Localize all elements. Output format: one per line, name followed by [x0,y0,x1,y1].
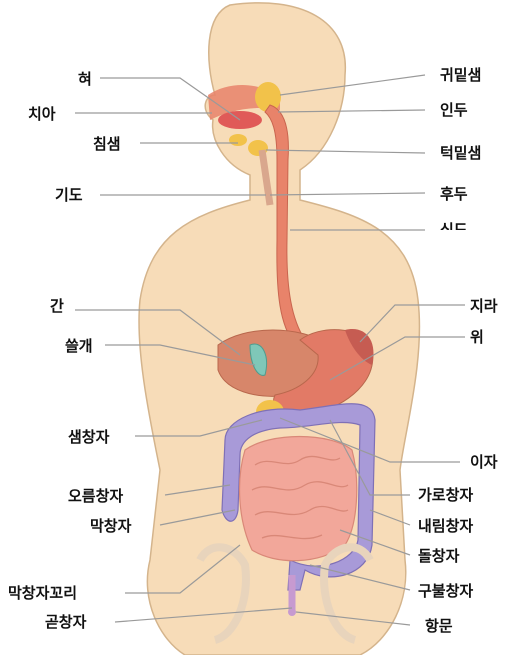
label-salivary-gland: 침샘 [93,135,121,153]
label-teeth: 치아 [28,105,56,123]
label-anus: 항문 [425,617,453,635]
label-parotid-gland: 귀밑샘 [440,66,481,84]
label-transverse-colon: 가로창자 [418,486,473,504]
label-gallbladder: 쓸개 [65,337,93,355]
label-tongue: 혀 [78,70,92,88]
label-appendix: 막창자꼬리 [8,584,77,602]
label-ileum: 돌창자 [418,547,459,565]
label-larynx: 후두 [440,185,468,203]
label-duodenum: 샘창자 [68,428,109,446]
small-intestine-mass [240,437,357,561]
label-esophagus: 식도 [440,221,468,230]
label-pancreas: 이자 [470,453,498,471]
sublingual-gland-shape [229,134,247,146]
label-sigmoid-colon: 구불창자 [418,582,473,600]
label-descending-colon: 내림창자 [418,517,473,535]
label-rectum: 곧창자 [45,613,86,631]
label-cecum: 막창자 [90,517,131,535]
label-spleen: 지라 [470,297,498,315]
label-trachea: 기도 [55,186,83,204]
label-pharynx: 인두 [440,101,468,119]
label-ascending-colon: 오름창자 [68,487,123,505]
label-submandibular-gland: 턱밑샘 [440,144,481,162]
anus-marker [288,608,296,616]
label-stomach: 위 [470,328,484,346]
label-liver: 간 [50,297,64,315]
